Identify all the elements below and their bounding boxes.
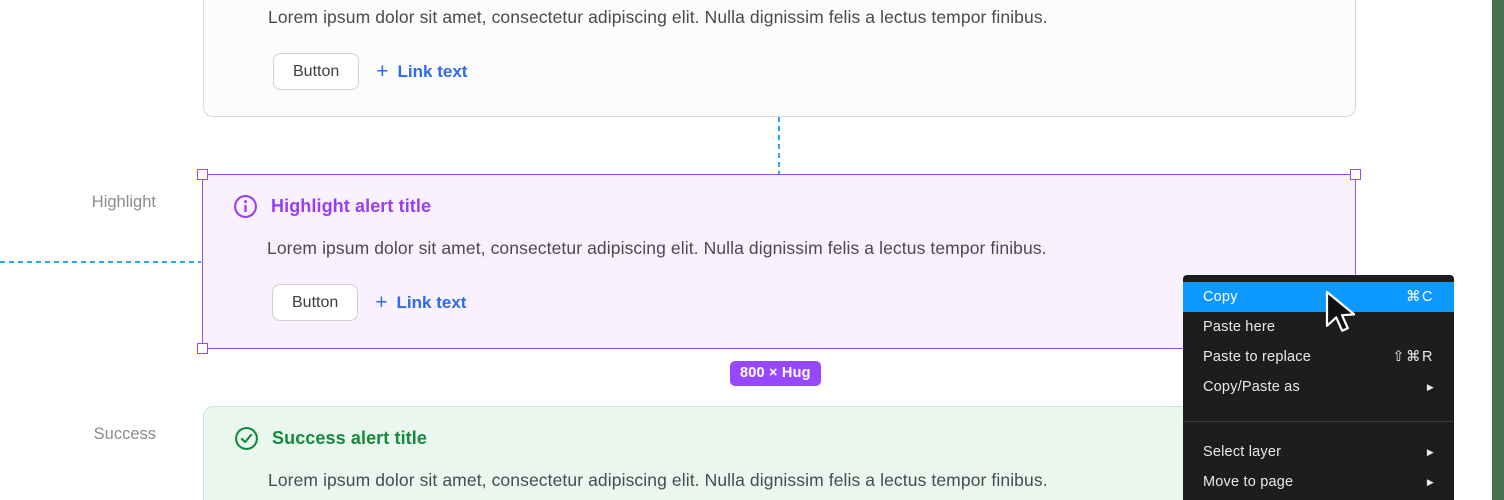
- menu-item-move-to-page[interactable]: Move to page ▶: [1183, 467, 1454, 497]
- alert-card-default[interactable]: Lorem ipsum dolor sit amet, consectetur …: [203, 0, 1356, 117]
- plus-icon: +: [376, 59, 389, 83]
- menu-item-paste-here[interactable]: Paste here: [1183, 312, 1454, 342]
- selection-handle-top-left[interactable]: [197, 169, 208, 180]
- alert-title-row: Success alert title: [234, 426, 427, 451]
- menu-item-label: Move to page: [1203, 474, 1294, 490]
- alert-actions: Button + Link text: [273, 53, 467, 90]
- menu-item-paste-to-replace[interactable]: Paste to replace ⇧⌘R: [1183, 342, 1454, 372]
- menu-item-select-layer[interactable]: Select layer ▶: [1183, 437, 1454, 467]
- alert-body-text: Lorem ipsum dolor sit amet, consectetur …: [267, 238, 1047, 258]
- alert-link-label: Link text: [396, 292, 467, 312]
- selection-size-badge: 800 × Hug: [730, 361, 821, 386]
- menu-item-shortcut: ⇧⌘R: [1392, 349, 1434, 365]
- submenu-arrow-icon: ▶: [1426, 476, 1434, 487]
- menu-item-shortcut: ⌘C: [1406, 289, 1434, 305]
- horizontal-guide-line: [0, 261, 201, 263]
- menu-item-label: Select layer: [1203, 444, 1282, 460]
- selection-handle-top-right[interactable]: [1350, 169, 1361, 180]
- alert-actions: Button + Link text: [272, 284, 466, 321]
- alert-link-label: Link text: [397, 61, 468, 81]
- menu-item-copy-paste-as[interactable]: Copy/Paste as ▶: [1183, 372, 1454, 402]
- submenu-arrow-icon: ▶: [1426, 446, 1434, 457]
- row-label-highlight: Highlight: [91, 193, 156, 211]
- menu-separator: [1183, 421, 1454, 422]
- menu-item-label: Paste here: [1203, 319, 1276, 335]
- menu-item-copy[interactable]: Copy ⌘C: [1183, 282, 1454, 312]
- context-menu: Copy ⌘C Paste here Paste to replace ⇧⌘R …: [1183, 275, 1454, 500]
- alert-button[interactable]: Button: [273, 53, 360, 90]
- alert-link[interactable]: + Link text: [375, 290, 467, 314]
- info-circle-icon: [234, 195, 257, 218]
- alert-card-highlight[interactable]: Highlight alert title Lorem ipsum dolor …: [202, 174, 1356, 349]
- check-circle-icon: [235, 427, 258, 450]
- alert-title-row: Highlight alert title: [233, 194, 431, 219]
- alert-card-success[interactable]: Success alert title Lorem ipsum dolor si…: [203, 406, 1356, 500]
- alert-link[interactable]: + Link text: [376, 59, 468, 83]
- menu-item-label: Paste to replace: [1203, 349, 1311, 365]
- menu-item-label: Copy/Paste as: [1203, 379, 1300, 395]
- selection-handle-bottom-left[interactable]: [197, 343, 208, 354]
- alert-button[interactable]: Button: [272, 284, 359, 321]
- alert-title: Success alert title: [272, 428, 427, 448]
- alert-body-text: Lorem ipsum dolor sit amet, consectetur …: [268, 7, 1048, 27]
- submenu-arrow-icon: ▶: [1426, 381, 1434, 392]
- alert-title: Highlight alert title: [271, 196, 432, 216]
- mouse-cursor-icon: [1325, 291, 1355, 332]
- menu-item-label: Copy: [1203, 289, 1238, 305]
- row-label-success: Success: [93, 425, 156, 443]
- alert-body-text: Lorem ipsum dolor sit amet, consectetur …: [268, 470, 1048, 490]
- canvas-object-green-strip: [1492, 0, 1504, 500]
- plus-icon: +: [375, 290, 388, 314]
